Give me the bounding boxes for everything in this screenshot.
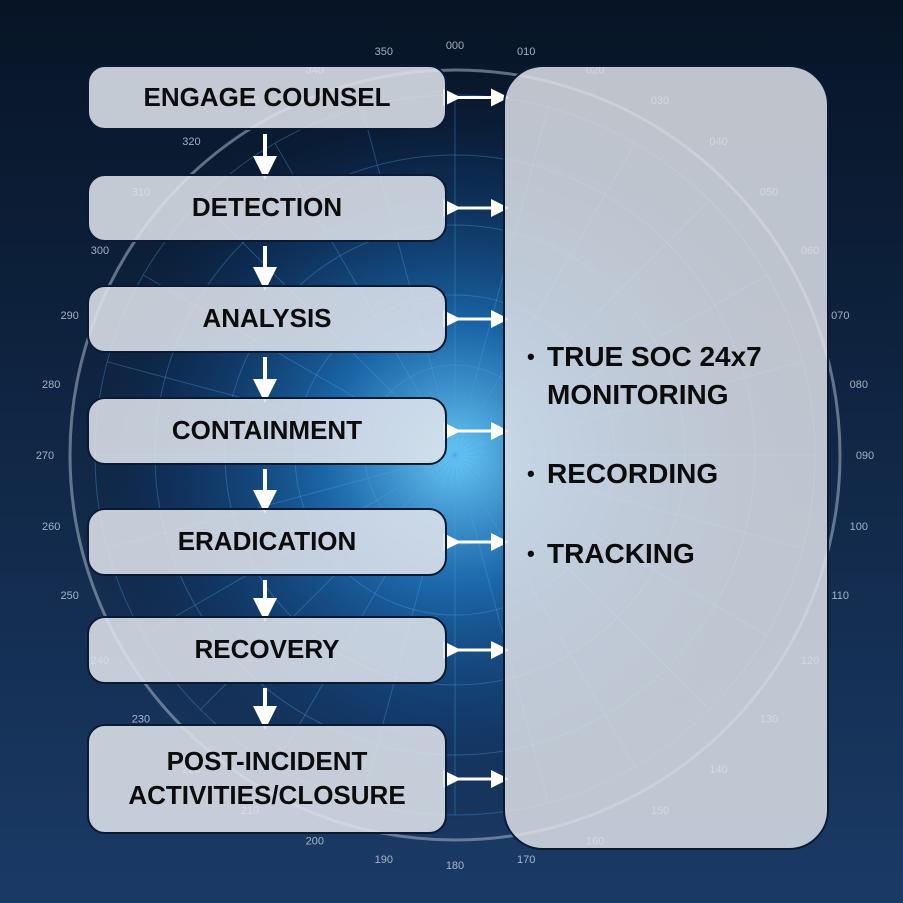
- bullet-label: RECORDING: [547, 458, 719, 489]
- radar-bearing-label: 270: [36, 450, 54, 462]
- bullet-recording: • RECORDING: [527, 455, 817, 493]
- bullet-dot: •: [527, 541, 535, 566]
- radar-bearing-label: 350: [375, 46, 393, 58]
- step-post-incident: POST-INCIDENT ACTIVITIES/CLOSURE: [87, 724, 447, 834]
- step-eradication: ERADICATION: [87, 508, 447, 576]
- radar-spoke: [361, 107, 456, 456]
- bullet-label: TRUE SOC 24x7 MONITORING: [547, 341, 762, 410]
- radar-bearing-label: 070: [831, 310, 849, 322]
- step-label: ERADICATION: [177, 526, 357, 557]
- step-label: ANALYSIS: [202, 303, 332, 334]
- radar-bearing-label: 010: [517, 46, 535, 58]
- radar-spoke: [274, 454, 456, 768]
- radar-bearing-label: 190: [375, 854, 393, 866]
- radar-bearing-label: 300: [91, 245, 109, 257]
- radar-bearing-label: 170: [517, 854, 535, 866]
- bullet-dot: •: [527, 461, 535, 486]
- radar-bearing-label: 110: [832, 590, 850, 602]
- step-label: DETECTION: [191, 192, 343, 223]
- radar-bearing-label: 260: [42, 521, 60, 533]
- radar-bearing-label: 280: [42, 379, 60, 391]
- step-recovery: RECOVERY: [87, 616, 447, 684]
- bullet-dot: •: [527, 344, 535, 369]
- radar-bearing-label: 080: [850, 379, 868, 391]
- radar-bearing-label: 320: [182, 136, 200, 148]
- radar-bearing-label: 290: [61, 310, 79, 322]
- radar-bearing-label: 200: [306, 835, 324, 847]
- step-analysis: ANALYSIS: [87, 285, 447, 353]
- radar-bearing-label: 090: [856, 450, 874, 462]
- bullet-label: TRACKING: [547, 538, 695, 569]
- radar-bearing-label: 180: [446, 860, 464, 872]
- radar-bearing-label: 100: [850, 521, 868, 533]
- step-label: CONTAINMENT: [171, 415, 363, 446]
- step-label: RECOVERY: [194, 634, 340, 665]
- monitoring-panel: [503, 65, 829, 850]
- bullet-monitoring: • TRUE SOC 24x7 MONITORING: [527, 338, 817, 414]
- step-label: ENGAGE COUNSEL: [143, 81, 391, 112]
- radar-bearing-label: 230: [132, 714, 150, 726]
- step-containment: CONTAINMENT: [87, 397, 447, 465]
- step-label: POST-INCIDENT ACTIVITIES/CLOSURE: [128, 746, 406, 810]
- radar-bearing-label: 250: [61, 590, 79, 602]
- bullet-tracking: • TRACKING: [527, 535, 817, 573]
- step-detection: DETECTION: [87, 174, 447, 242]
- step-engage-counsel: ENGAGE COUNSEL: [87, 65, 447, 130]
- radar-bearing-label: 000: [446, 40, 464, 52]
